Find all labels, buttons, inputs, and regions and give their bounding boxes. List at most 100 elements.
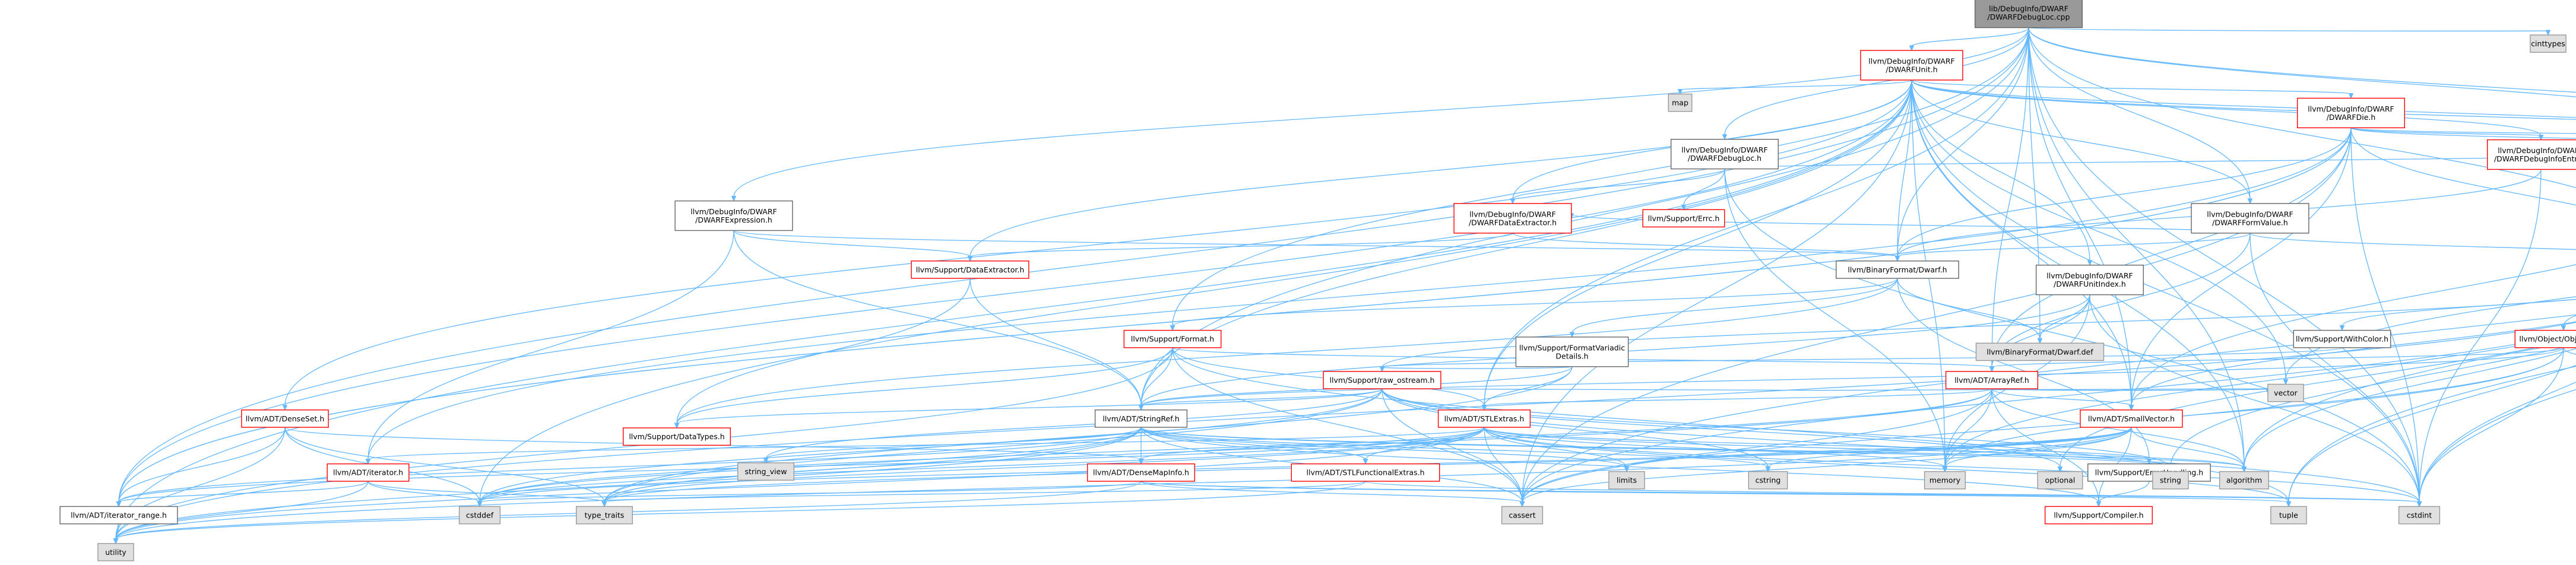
- edge-line: [118, 427, 1485, 503]
- edge-arrowhead: [282, 405, 288, 411]
- edge-line: [1140, 347, 1173, 406]
- graph-node-optional: optional: [2037, 471, 2083, 490]
- graph-node-smallvector[interactable]: llvm/ADT/SmallVector.h: [2080, 410, 2183, 428]
- node-label: vector: [2274, 389, 2298, 398]
- node-label: cstddef: [466, 511, 494, 520]
- node-box: [2152, 471, 2189, 490]
- dependency-edge: [1942, 427, 2132, 472]
- edge-line: [1382, 389, 1523, 503]
- dependency-edge: [1379, 366, 1573, 373]
- edge-arrowhead: [967, 256, 973, 262]
- edge-line: [1991, 347, 2564, 368]
- graph-node-stlextras[interactable]: llvm/ADT/STLExtras.h: [1437, 410, 1531, 428]
- edge-line: [2350, 128, 2576, 206]
- dependency-edge: [1379, 347, 2343, 373]
- edge-arrowhead: [674, 423, 680, 429]
- graph-node-utility: utility: [97, 543, 134, 561]
- graph-node-formvalue[interactable]: llvm/DebugInfo/DWARF/DWARFFormValue.h: [2191, 203, 2309, 234]
- node-box: [1974, 0, 2083, 28]
- graph-node-rawostream[interactable]: llvm/Support/raw_ostream.h: [1323, 371, 1441, 389]
- dependency-edge: [1911, 80, 2093, 266]
- graph-node-errc[interactable]: llvm/Support/Errc.h: [1642, 209, 1725, 228]
- edge-line: [969, 80, 1912, 257]
- dependency-edge: [733, 230, 973, 262]
- graph-node-compiler[interactable]: llvm/Support/Compiler.h: [2044, 506, 2153, 525]
- edge-line: [1512, 233, 1898, 258]
- graph-node-arrayref[interactable]: llvm/ADT/ArrayRef.h: [1945, 371, 2039, 389]
- node-box: [1123, 329, 1222, 348]
- graph-node-format[interactable]: llvm/Support/Format.h: [1123, 329, 1222, 348]
- edge-line: [2059, 338, 2576, 468]
- node-box: [327, 463, 410, 482]
- edge-line: [118, 481, 369, 503]
- edge-arrowhead: [365, 459, 371, 465]
- graph-node-dataextractor[interactable]: llvm/DebugInfo/DWARF/DWARFDataExtractor.…: [1453, 203, 1572, 234]
- edge-arrowhead: [2128, 405, 2134, 411]
- edge-line: [1911, 80, 2251, 199]
- graph-node-supportde[interactable]: llvm/Support/DataExtractor.h: [911, 261, 1029, 279]
- node-box: [2080, 410, 2183, 428]
- edge-arrowhead: [1363, 459, 1368, 465]
- dependency-edge: [2350, 128, 2422, 507]
- edge-line: [604, 366, 1573, 503]
- graph-node-die[interactable]: llvm/DebugInfo/DWARF/DWARFDie.h: [2296, 97, 2405, 129]
- dependency-edge: [477, 481, 1142, 507]
- graph-node-dwarfdef: llvm/BinaryFormat/Dwarf.def: [1975, 342, 2105, 361]
- graph-node-stringref[interactable]: llvm/ADT/StringRef.h: [1094, 410, 1188, 428]
- node-label: /DWARFDataExtractor.h: [1469, 218, 1557, 227]
- graph-node-withcolor[interactable]: llvm/Support/WithColor.h: [2293, 329, 2391, 348]
- edge-arrowhead: [1138, 459, 1144, 465]
- node-label: /DWARFDebugLoc.h: [1688, 154, 1761, 163]
- graph-node-datatypes[interactable]: llvm/Support/DataTypes.h: [622, 427, 731, 446]
- graph-node-cstdint: cstdint: [2398, 506, 2441, 525]
- node-label: llvm/ADT/StringRef.h: [1102, 414, 1179, 423]
- dependency-edge: [2249, 233, 2422, 507]
- edge-line: [2563, 347, 2576, 355]
- graph-node-densemapinfo[interactable]: llvm/ADT/DenseMapInfo.h: [1086, 463, 1195, 482]
- node-box: [1453, 203, 1572, 234]
- edge-line: [1140, 481, 1523, 503]
- node-box: [1291, 463, 1440, 482]
- graph-node-bfdwarf[interactable]: llvm/BinaryFormat/Dwarf.h: [1836, 261, 1959, 279]
- graph-node-errorhandling[interactable]: llvm/Support/ErrorHandling.h: [2087, 463, 2211, 482]
- edge-arrowhead: [1989, 366, 1995, 373]
- dependency-edge: [1382, 389, 1525, 507]
- edge-arrowhead: [1481, 405, 1487, 411]
- edge-arrowhead: [2286, 501, 2292, 507]
- node-label: optional: [2045, 476, 2076, 485]
- graph-node-objectfile[interactable]: llvm/Object/ObjectFile.h: [2514, 329, 2576, 348]
- dependency-edge: [2561, 315, 2576, 331]
- node-label: cassert: [1509, 511, 1535, 520]
- dependency-edge: [2350, 127, 2576, 139]
- graph-node-unitindex[interactable]: llvm/DebugInfo/DWARF/DWARFUnitIndex.h: [2035, 265, 2144, 296]
- node-label: tuple: [2279, 511, 2298, 520]
- edge-line: [969, 278, 1142, 406]
- dependency-edge: [1909, 27, 2029, 52]
- graph-node-denseset[interactable]: llvm/ADT/DenseSet.h: [241, 410, 329, 428]
- graph-node-iterator[interactable]: llvm/ADT/iterator.h: [327, 463, 410, 482]
- node-label: llvm/Support/raw_ostream.h: [1330, 376, 1435, 385]
- edge-line: [115, 481, 1366, 540]
- graph-node-iterrange[interactable]: llvm/ADT/iterator_range.h: [59, 506, 178, 525]
- node-label: utility: [105, 548, 126, 557]
- graph-node-unit[interactable]: llvm/DebugInfo/DWARF/DWARFUnit.h: [1860, 50, 1963, 81]
- graph-node-vector: vector: [2267, 383, 2304, 402]
- dependency-edge: [2350, 127, 2576, 134]
- edge-line: [1944, 334, 2576, 468]
- edge-line: [1484, 427, 2245, 468]
- graph-node-expression[interactable]: llvm/DebugInfo/DWARF/DWARFExpression.h: [674, 200, 793, 231]
- dependency-edge: [733, 230, 1900, 262]
- edge-line: [733, 27, 2029, 197]
- dependency-edge: [674, 388, 1383, 429]
- graph-node-stlfunc[interactable]: llvm/ADT/STLFunctionalExtras.h: [1291, 463, 1440, 482]
- graph-node-debugloc[interactable]: llvm/DebugInfo/DWARF/DWARFDebugLoc.h: [1670, 138, 1779, 170]
- graph-node-infoentry[interactable]: llvm/DebugInfo/DWARF/DWARFDebugInfoEntry…: [2487, 139, 2576, 170]
- edge-line: [1897, 278, 2040, 339]
- node-box: [59, 506, 178, 525]
- edge-arrowhead: [2283, 379, 2289, 385]
- node-label: lib/DebugInfo/DWARF: [1989, 4, 2068, 13]
- node-box: [2044, 506, 2153, 525]
- edge-line: [1522, 347, 2564, 503]
- node-box: [1094, 410, 1188, 428]
